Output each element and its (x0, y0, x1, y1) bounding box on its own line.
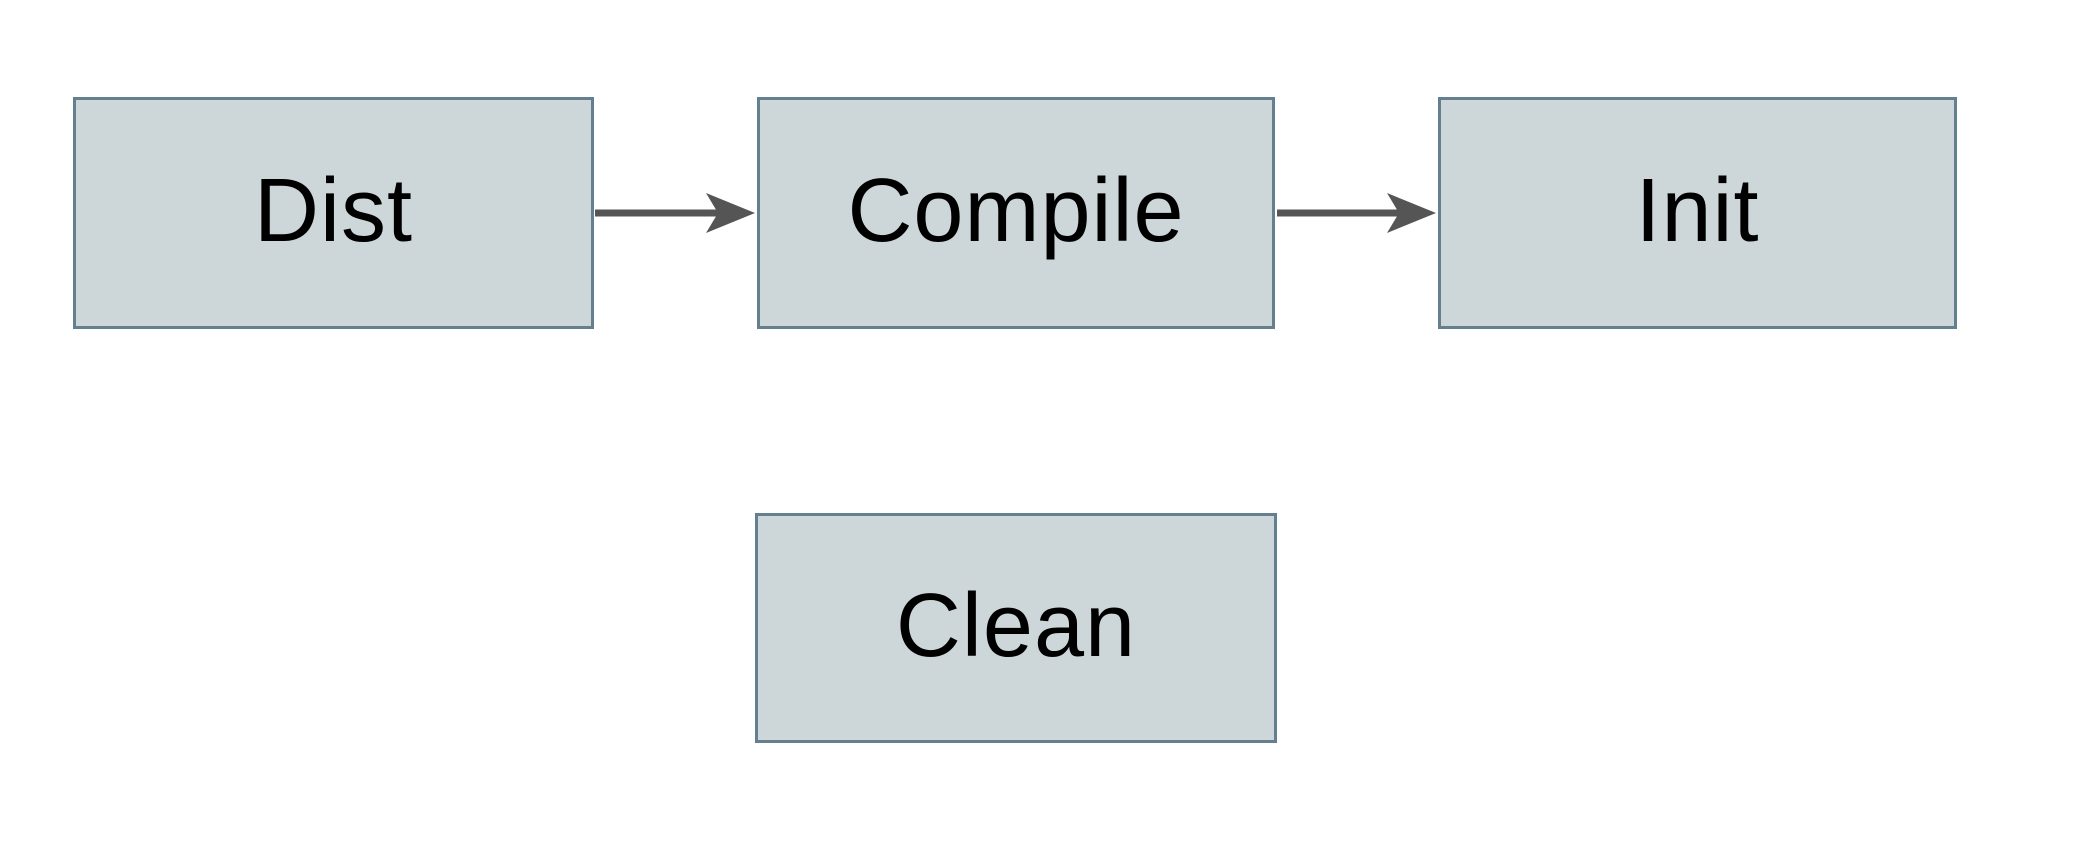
node-init-label: Init (1635, 161, 1760, 261)
arrow-compile-to-init (1277, 193, 1436, 233)
node-init[interactable]: Init (1438, 97, 1957, 329)
arrowhead-icon (1387, 193, 1436, 233)
node-clean[interactable]: Clean (755, 513, 1277, 743)
node-clean-label: Clean (895, 576, 1137, 676)
arrowhead-icon (706, 193, 755, 233)
arrow-dist-to-compile (595, 193, 755, 233)
node-dist-label: Dist (254, 161, 413, 261)
node-compile-label: Compile (847, 161, 1185, 261)
node-dist[interactable]: Dist (73, 97, 594, 329)
node-compile[interactable]: Compile (757, 97, 1275, 329)
